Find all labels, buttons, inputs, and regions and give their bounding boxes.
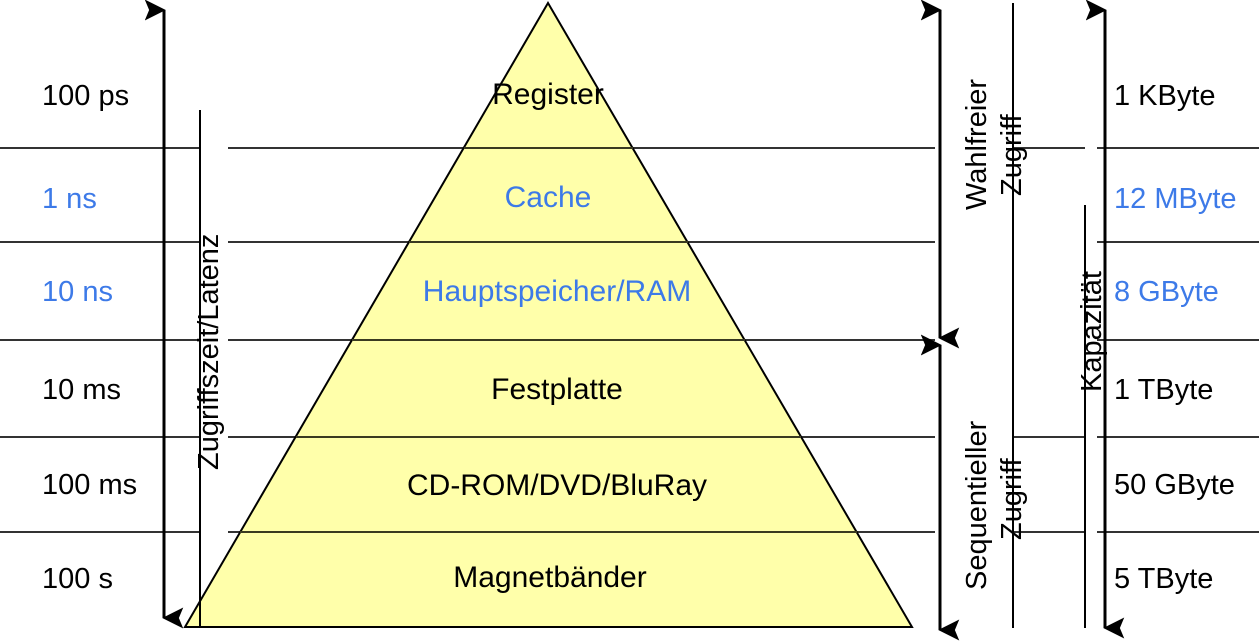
latency-value-tape: 100 s <box>42 563 113 595</box>
capacity-value-register: 1 KByte <box>1114 80 1216 112</box>
latency-value-optical: 100 ms <box>42 469 138 501</box>
capacity-axis-label: Kapazität <box>1076 271 1108 392</box>
capacity-value-optical: 50 GByte <box>1114 469 1235 501</box>
latency-axis-label: Zugriffszeit/Latenz <box>193 233 225 470</box>
latency-value-register: 100 ps <box>42 80 130 112</box>
capacity-value-tape: 5 TByte <box>1114 563 1214 595</box>
tier-label-hauptspeicher: Hauptspeicher/RAM <box>422 275 692 308</box>
capacity-value-cache: 12 MByte <box>1114 183 1237 215</box>
latency-value-festplatte: 10 ms <box>42 374 121 406</box>
sequential-access-label-line2: Zugriff <box>996 458 1028 540</box>
pyramid-inner-lines <box>240 147 857 533</box>
tier-label-magnetbaender: Magnetbänder <box>453 561 647 594</box>
capacity-value-ram: 8 GByte <box>1114 276 1219 308</box>
sequential-access-label-line1: Sequentieller <box>961 420 993 590</box>
random-access-label-line2: Zugriff <box>996 114 1028 196</box>
pyramid-shape <box>183 1 914 628</box>
capacity-value-festplatte: 1 TByte <box>1114 374 1214 406</box>
tier-label-cache: Cache <box>504 181 592 214</box>
tier-label-optical: CD-ROM/DVD/BluRay <box>406 469 708 502</box>
random-access-label-line1: Wahlfreier <box>961 78 993 210</box>
tier-label-register: Register <box>492 78 604 111</box>
latency-value-cache: 1 ns <box>42 183 97 215</box>
latency-value-ram: 10 ns <box>42 276 113 308</box>
tier-label-festplatte: Festplatte <box>491 373 623 406</box>
